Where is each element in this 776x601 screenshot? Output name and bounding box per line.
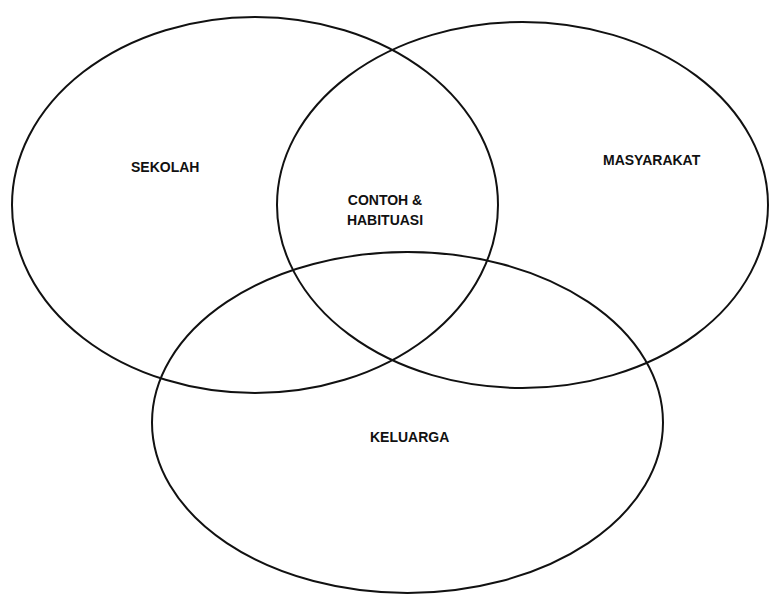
circle-label: SEKOLAH [131, 157, 199, 177]
circle-label: KELUARGA [370, 427, 449, 447]
venn-circle: KELUARGA [150, 250, 665, 595]
ellipse-outline [150, 250, 665, 595]
ellipse-outline [10, 15, 500, 395]
intersection-label: CONTOH & HABITUASI [339, 190, 431, 231]
venn-circle: SEKOLAH [10, 15, 500, 395]
circle-label: MASYARAKAT [603, 150, 700, 170]
